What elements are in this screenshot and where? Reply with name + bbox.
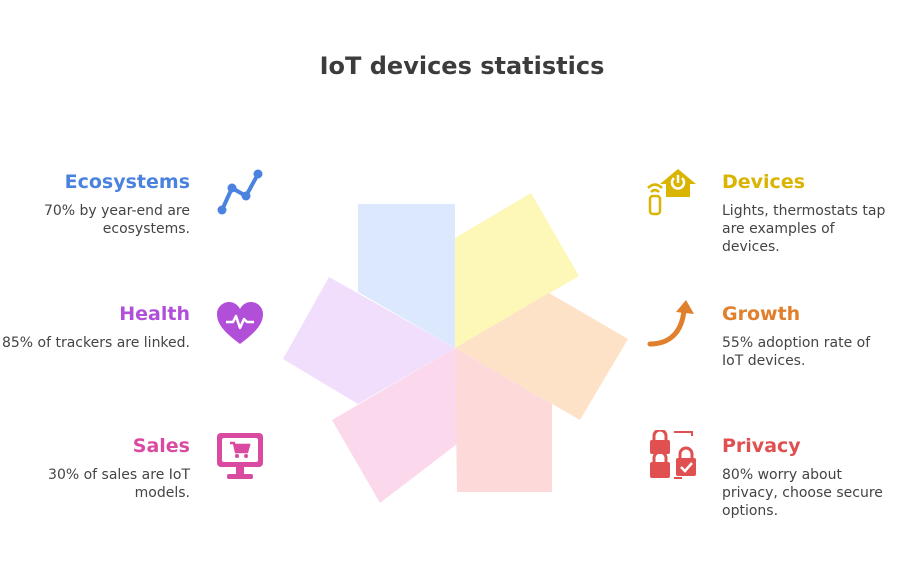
privacy-text: 80% worry about privacy, choose secure o… [722, 467, 883, 519]
growth-heading: Growth [722, 303, 801, 325]
privacy-heading: Privacy [722, 435, 801, 457]
health-heading: Health [119, 303, 190, 325]
growth-arrow-icon [647, 300, 694, 347]
petal-privacy [455, 348, 552, 492]
petal-devices [455, 193, 579, 348]
item-sales: Sales 30% of sales are IoT models. [0, 434, 190, 502]
heart-pulse-icon [217, 302, 263, 344]
line-chart-icon [217, 169, 263, 215]
item-growth: Growth 55% adoption rate of IoT devices. [722, 302, 922, 370]
petal-ecosystems [358, 204, 455, 348]
smart-home-icon [647, 169, 696, 216]
sales-heading: Sales [132, 435, 190, 457]
lock-shield-icon [650, 430, 696, 479]
sales-text: 30% of sales are IoT models. [48, 467, 190, 501]
monitor-cart-icon [217, 433, 263, 479]
devices-text: Lights, thermostats tap are examples of … [722, 203, 886, 255]
devices-heading: Devices [722, 171, 806, 193]
petal-health [283, 277, 455, 404]
item-health: Health 85% of trackers are linked. [0, 302, 190, 352]
health-text: 85% of trackers are linked. [1, 335, 190, 351]
ecosystems-text: 70% by year-end are ecosystems. [43, 203, 190, 237]
item-ecosystems: Ecosystems 70% by year-end are ecosystem… [0, 170, 190, 238]
growth-text: 55% adoption rate of IoT devices. [722, 335, 871, 369]
diagram-title: IoT devices statistics [319, 52, 605, 80]
petal-growth [455, 293, 628, 420]
ecosystems-heading: Ecosystems [64, 171, 190, 193]
item-devices: Devices Lights, thermostats tap are exam… [722, 170, 922, 256]
petal-sales [332, 348, 457, 503]
item-privacy: Privacy 80% worry about privacy, choose … [722, 434, 922, 520]
